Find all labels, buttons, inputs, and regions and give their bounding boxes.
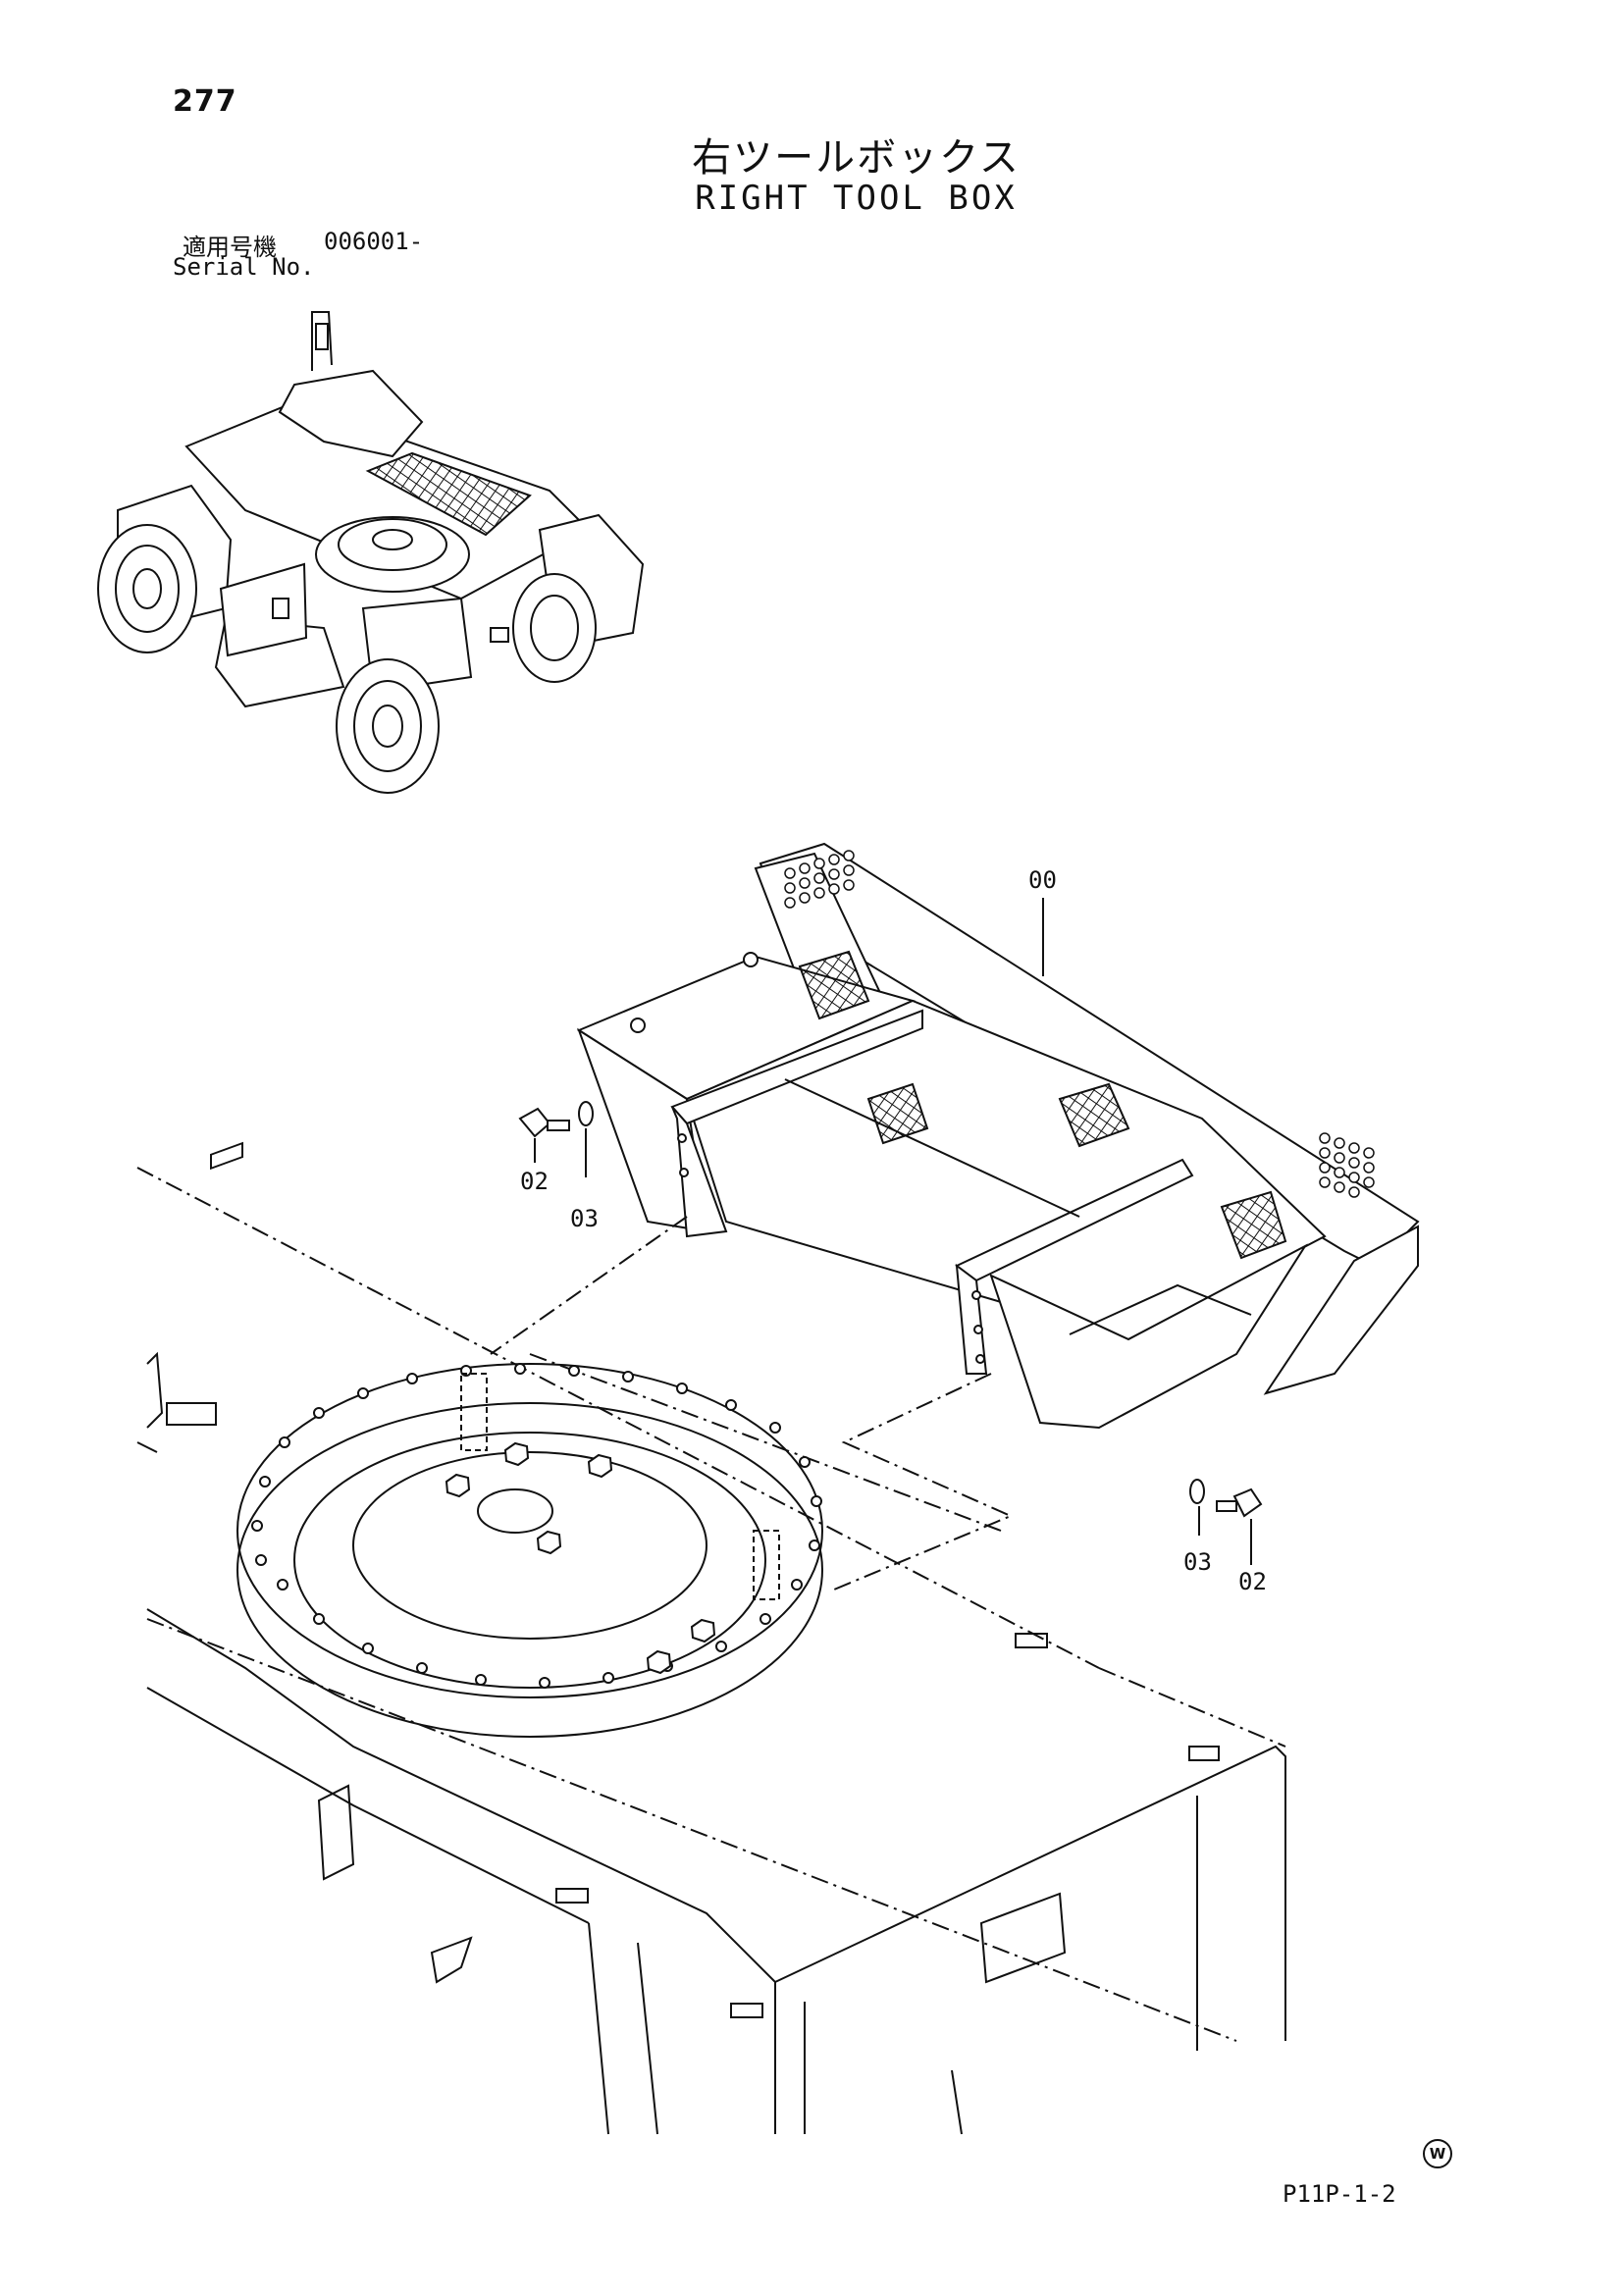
- washer-right: [1189, 1479, 1205, 1536]
- serial-label-english: Serial No.: [173, 253, 315, 281]
- machine-overview: [97, 311, 645, 794]
- figure-code: P11P-1-2: [1283, 2180, 1396, 2208]
- washer-left: [578, 1101, 594, 1177]
- serial-range: 006001-: [324, 228, 424, 255]
- upper-frame: [136, 1141, 1286, 2135]
- title-english: RIGHT TOOL BOX: [695, 179, 1018, 218]
- tool-box-assembly: [576, 842, 1420, 1430]
- callout-washer-left: 03: [570, 1205, 599, 1232]
- serial-label-japanese: 適用号機: [183, 234, 277, 261]
- callout-bolt-left: 02: [520, 1168, 549, 1195]
- callout-bolt-right: 02: [1238, 1568, 1267, 1595]
- swing-bearing: [236, 1363, 823, 1738]
- bolt-right: [1216, 1487, 1263, 1565]
- page-number: 277: [173, 84, 237, 119]
- callout-washer-right: 03: [1183, 1548, 1212, 1576]
- callout-toolbox: 00: [1028, 866, 1057, 894]
- title-japanese: 右ツールボックス: [692, 135, 1021, 181]
- bolt-left: [518, 1107, 570, 1163]
- w-mark: W: [1423, 2139, 1452, 2168]
